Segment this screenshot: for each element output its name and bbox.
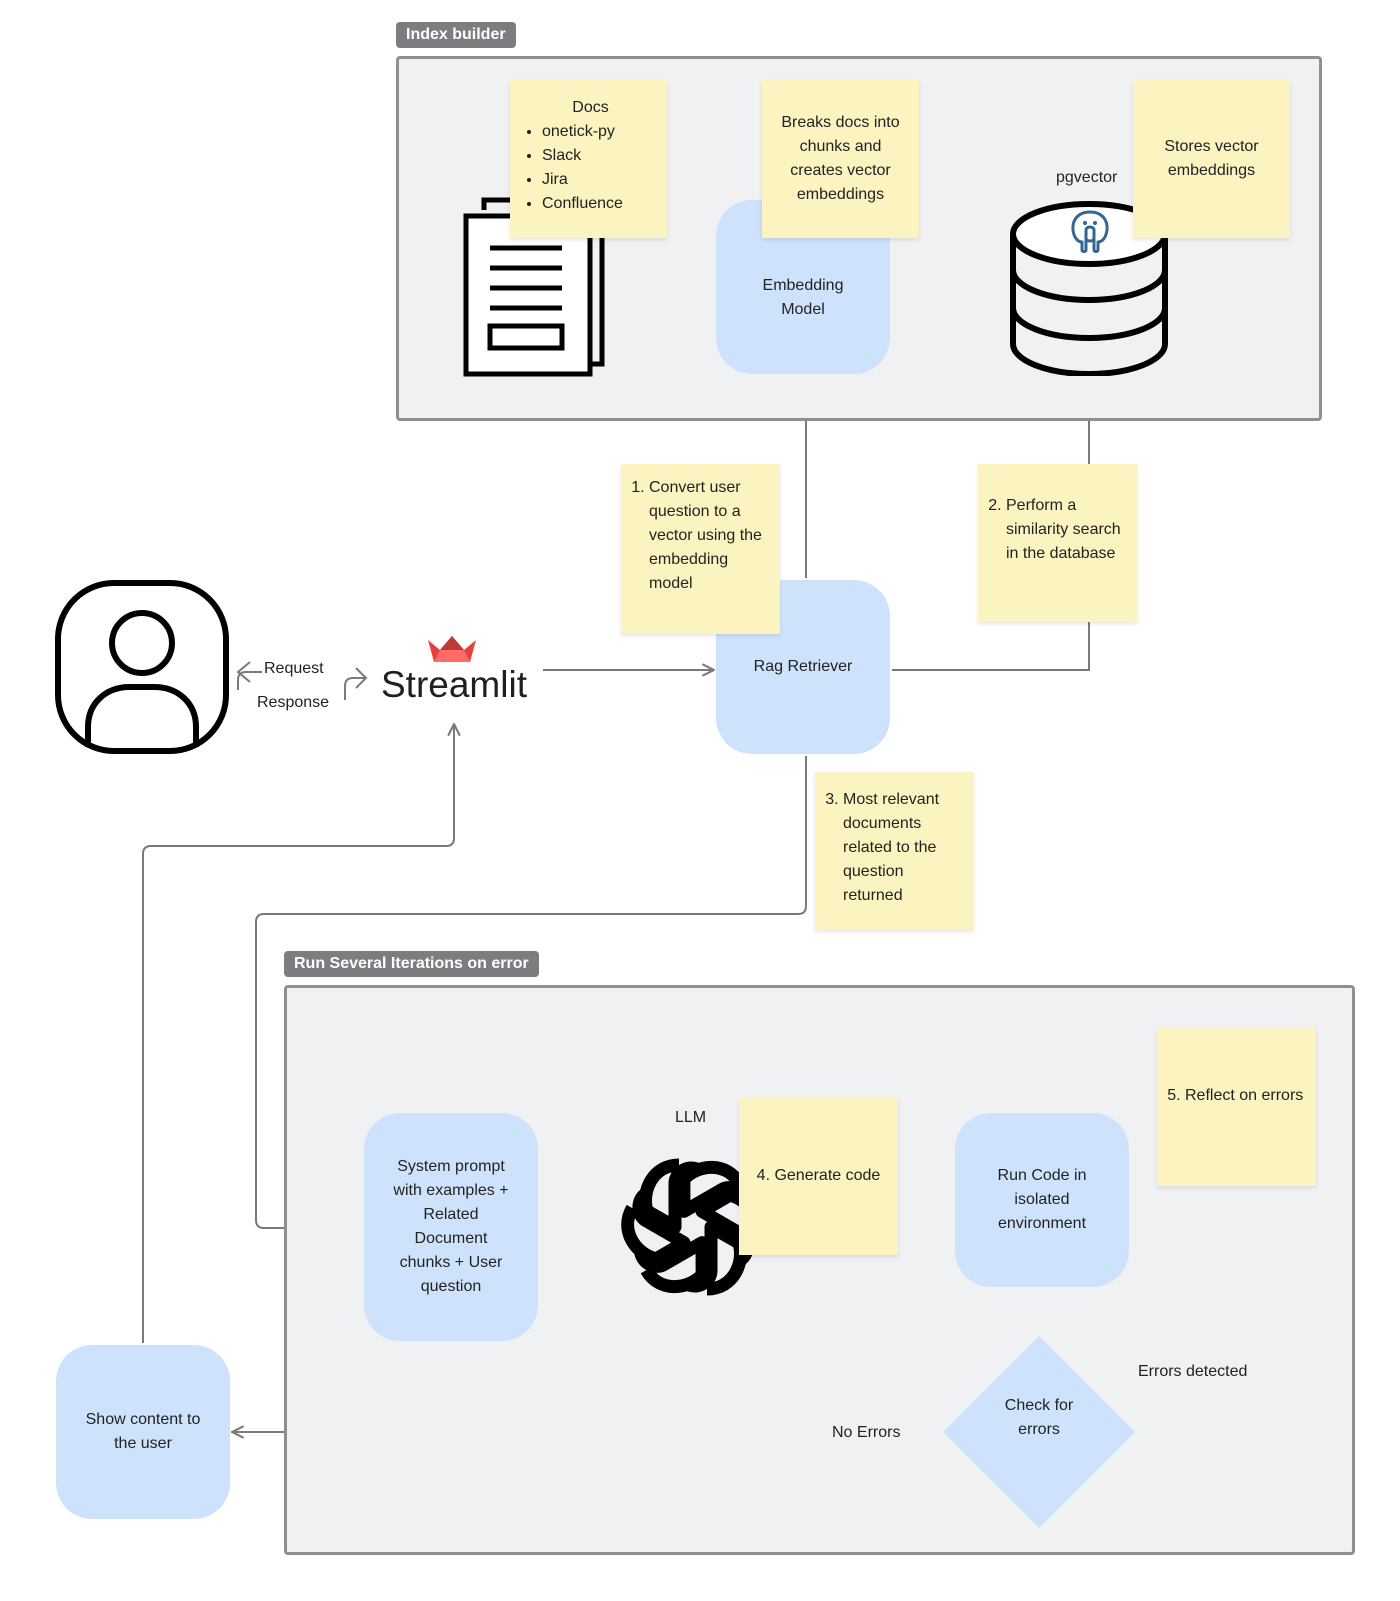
pgvector-label: pgvector xyxy=(1056,169,1118,186)
errors-detected-label: Errors detected xyxy=(1132,1361,1254,1383)
step1-note: Convert user question to a vector using … xyxy=(621,464,780,634)
rag-to-prompt-connector xyxy=(255,756,807,1228)
request-arrow-head-connector xyxy=(236,661,251,683)
step3-note: Most relevant documents related to the q… xyxy=(815,772,974,930)
iterations-tag: Run Several Iterations on error xyxy=(284,951,539,977)
show-content-node[interactable]: Show content to the user xyxy=(56,1345,230,1519)
docs-source-item: onetick-py xyxy=(542,120,657,144)
step1-text: Convert user question to a vector using … xyxy=(649,476,770,596)
docs-source-item: Confluence xyxy=(542,192,657,216)
run-code-node[interactable]: Run Code in isolated environment xyxy=(955,1113,1129,1287)
stores-note: Stores vector embeddings xyxy=(1133,80,1290,238)
step5-list: Reflect on errors xyxy=(1167,1084,1306,1108)
no-errors-label: No Errors xyxy=(826,1422,907,1444)
streamlit-wordmark[interactable]: Streamlit xyxy=(381,664,527,705)
step3-text: Most relevant documents related to the q… xyxy=(843,788,964,908)
response-arrow-connector xyxy=(344,677,366,700)
stores-note-text: Stores vector embeddings xyxy=(1164,138,1259,179)
step2-text: Perform a similarity search in the datab… xyxy=(1006,494,1127,566)
system-prompt-label: System prompt with examples + Related Do… xyxy=(393,1158,509,1295)
show-content-label: Show content to the user xyxy=(85,1411,201,1452)
step5-note: Reflect on errors xyxy=(1157,1028,1316,1186)
run-code-label: Run Code in isolated environment xyxy=(997,1167,1087,1232)
llm-label: LLM xyxy=(675,1109,707,1126)
request-label: Request xyxy=(264,660,324,677)
docs-note-title: Docs xyxy=(572,99,609,116)
docs-source-item: Slack xyxy=(542,144,657,168)
docs-source-list: onetick-py Slack Jira Confluence xyxy=(524,120,657,216)
show-to-streamlit-connector xyxy=(142,724,454,1343)
step4-note: 4. Generate code xyxy=(739,1097,898,1255)
step5-text: Reflect on errors xyxy=(1185,1084,1306,1108)
index-builder-tag: Index builder xyxy=(396,22,516,48)
embedding-model-label: Embedding Model xyxy=(762,277,844,318)
response-label: Response xyxy=(257,694,330,711)
docs-note: Docs onetick-py Slack Jira Confluence xyxy=(510,80,667,238)
step2-list: Perform a similarity search in the datab… xyxy=(988,494,1127,566)
step2-note: Perform a similarity search in the datab… xyxy=(978,464,1137,622)
chunking-note-text: Breaks docs into chunks and creates vect… xyxy=(781,114,900,203)
step3-list: Most relevant documents related to the q… xyxy=(825,788,964,908)
step4-text: 4. Generate code xyxy=(756,1167,881,1184)
streamlit-crown-icon xyxy=(428,636,476,662)
user-avatar-icon[interactable] xyxy=(54,579,230,755)
check-errors-label: Check for errors xyxy=(1004,1397,1074,1438)
postgres-elephant-icon xyxy=(1071,210,1109,253)
response-arrow-head-connector xyxy=(355,667,368,689)
rag-retriever-label: Rag Retriever xyxy=(753,658,853,675)
step1-list: Convert user question to a vector using … xyxy=(631,476,770,596)
docs-source-item: Jira xyxy=(542,168,657,192)
chunking-note: Breaks docs into chunks and creates vect… xyxy=(762,80,919,238)
system-prompt-node[interactable]: System prompt with examples + Related Do… xyxy=(364,1113,538,1341)
